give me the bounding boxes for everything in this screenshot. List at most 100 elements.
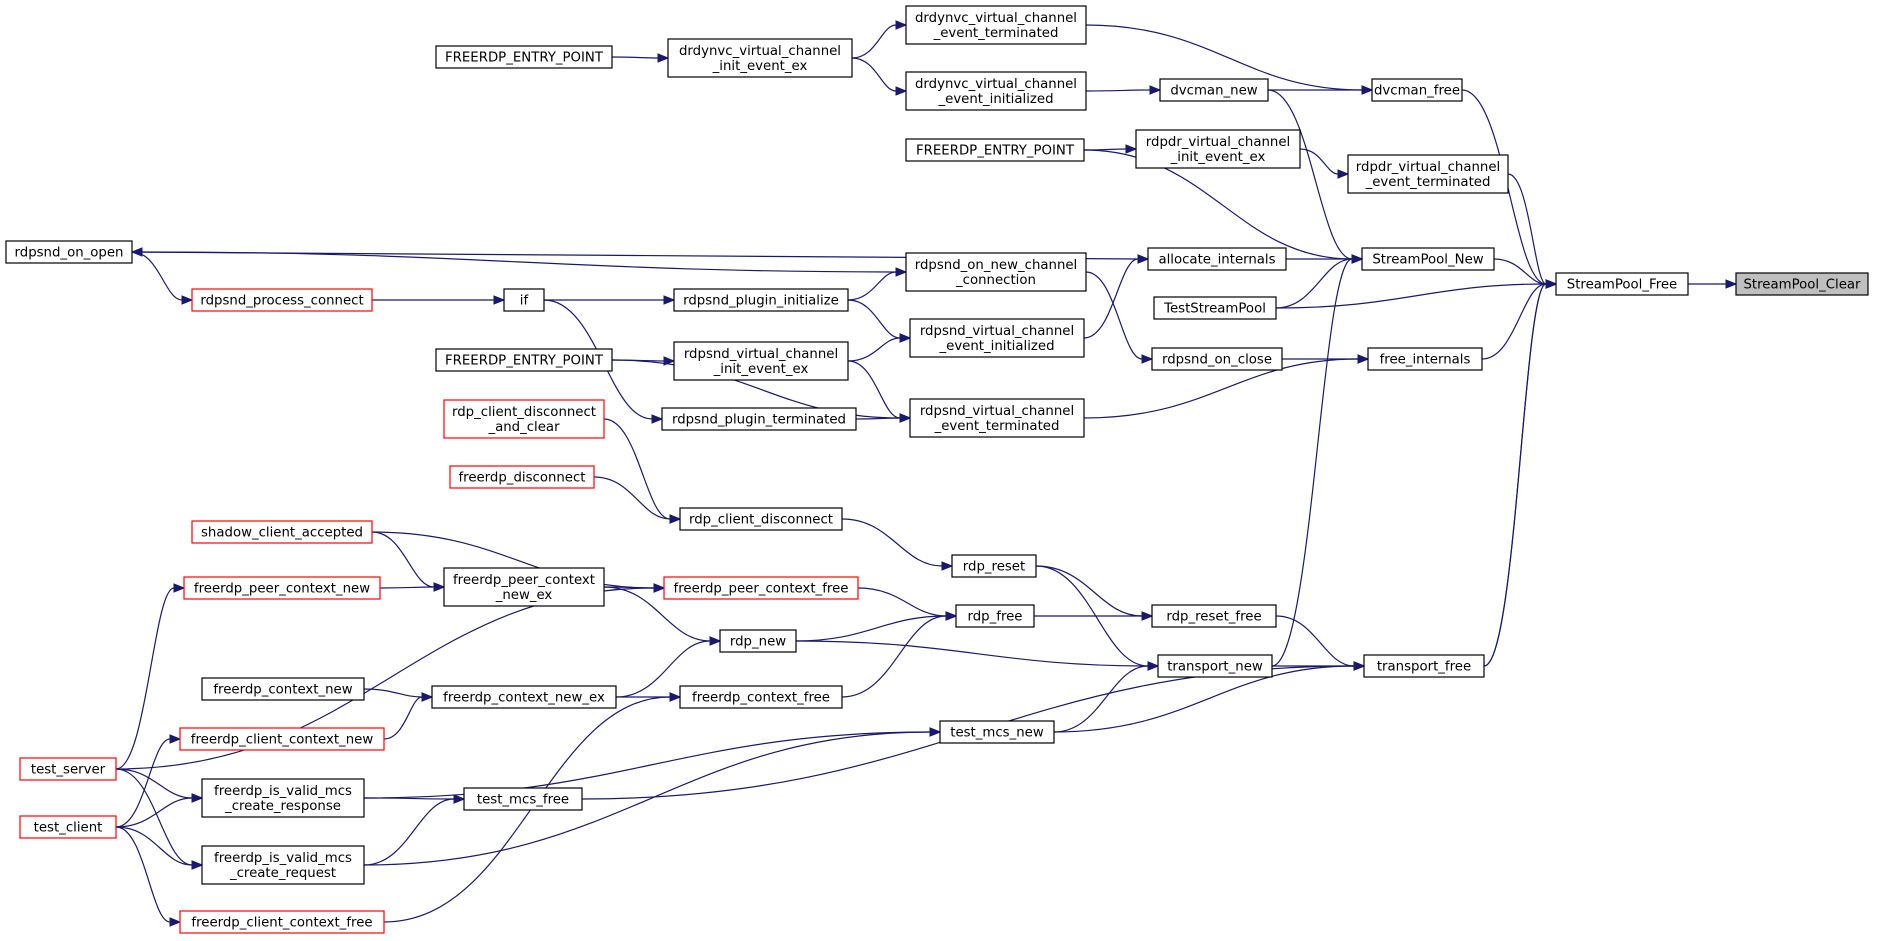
node-rdpsnd-on-new-channel-connection[interactable]: rdpsnd_on_new_channel_connection <box>905 252 1087 292</box>
node-rdpsnd-vc-event-initialized[interactable]: rdpsnd_virtual_channel_event_initialized <box>909 318 1085 358</box>
node-freerdp-client-context-new[interactable]: freerdp_client_context_new <box>179 727 385 751</box>
node-label: rdpsnd_on_new_channel <box>915 258 1078 273</box>
node-box <box>909 318 1085 358</box>
node-freerdp-is-valid-mcs-create-request[interactable]: freerdp_is_valid_mcs_create_request <box>201 845 365 885</box>
edge-arrowhead <box>895 267 908 277</box>
node-streampool-new[interactable]: StreamPool_New <box>1361 247 1495 271</box>
edge-line <box>1053 665 1149 733</box>
node-rdpsnd-on-close[interactable]: rdpsnd_on_close <box>1151 347 1283 371</box>
node-drdynvc-vc-event-initialized[interactable]: drdynvc_virtual_channel_event_initialize… <box>905 71 1087 111</box>
edge-line <box>855 417 901 420</box>
edge-test-client-to-freerdp-is-valid-mcs-create-request <box>115 826 204 870</box>
edge-line <box>115 768 193 799</box>
node-box <box>435 348 613 372</box>
node-label: if <box>520 294 529 309</box>
node-test-client[interactable]: test_client <box>19 815 117 839</box>
node-rdpsnd-plugin-terminated[interactable]: rdpsnd_plugin_terminated <box>661 407 857 431</box>
node-allocate-internals[interactable]: allocate_internals <box>1147 247 1287 271</box>
node-box <box>463 787 583 811</box>
node-streampool-clear[interactable]: StreamPool_Clear <box>1735 272 1869 296</box>
edge-line <box>363 797 455 800</box>
node-label: _create_request <box>229 866 336 881</box>
node-rdp-client-disconnect-and-clear[interactable]: rdp_client_disconnect_and_clear <box>443 399 605 439</box>
node-box <box>905 252 1087 292</box>
edge-arrowhead <box>1149 85 1162 95</box>
node-label: _connection <box>955 273 1036 288</box>
edge-line <box>379 586 435 589</box>
node-rdpsnd-vc-init-event-ex[interactable]: rdpsnd_virtual_channel_init_event_ex <box>673 341 849 381</box>
edge-test-server-to-freerdp-peer-context-new <box>115 583 186 770</box>
node-rdpsnd-on-open[interactable]: rdpsnd_on_open <box>5 240 133 264</box>
node-freerdp-disconnect[interactable]: freerdp_disconnect <box>449 465 595 489</box>
node-test-server[interactable]: test_server <box>19 757 117 781</box>
node-label: freerdp_peer_context_new <box>194 582 370 597</box>
node-rdp-reset[interactable]: rdp_reset <box>951 554 1037 578</box>
edge-arrowhead <box>421 692 434 702</box>
edge-freerdp-peer-context-new-to-freerdp-peer-context-new-ex <box>379 582 446 592</box>
edge-freerdp-is-valid-mcs-create-request-to-test-mcs-new <box>363 727 942 866</box>
node-freerdp-entry-point-2[interactable]: FREERDP_ENTRY_POINT <box>905 138 1085 162</box>
edge-rdpsnd-vc-event-terminated-to-free-internals <box>1083 354 1370 419</box>
edge-arrowhead <box>709 636 722 646</box>
node-dvcman-free[interactable]: dvcman_free <box>1371 78 1463 102</box>
node-rdp-new[interactable]: rdp_new <box>719 629 797 653</box>
node-test-mcs-new[interactable]: test_mcs_new <box>939 720 1055 744</box>
node-box <box>1151 347 1283 371</box>
node-freerdp-context-new[interactable]: freerdp_context_new <box>201 677 365 701</box>
edge-rdp-client-disconnect-to-rdp-reset <box>841 518 954 571</box>
node-rdpsnd-plugin-initialize[interactable]: rdpsnd_plugin_initialize <box>673 288 849 312</box>
node-freerdp-peer-context-new[interactable]: freerdp_peer_context_new <box>183 576 381 600</box>
node-dvcman-new[interactable]: dvcman_new <box>1159 78 1269 102</box>
node-rdp-client-disconnect[interactable]: rdp_client_disconnect <box>679 507 843 531</box>
edge-arrowhead <box>1147 661 1160 671</box>
node-freerdp-entry-point-1[interactable]: FREERDP_ENTRY_POINT <box>435 45 613 69</box>
node-box <box>191 520 373 544</box>
edge-line <box>363 688 423 698</box>
node-freerdp-context-new-ex[interactable]: freerdp_context_new_ex <box>431 685 617 709</box>
node-shadow-client-accepted[interactable]: shadow_client_accepted <box>191 520 373 544</box>
node-label: StreamPool_Clear <box>1743 278 1861 293</box>
node-box <box>1347 154 1509 194</box>
edge-rdp-free-to-rdp-reset-free <box>1033 611 1154 621</box>
node-rdpsnd-process-connect[interactable]: rdpsnd_process_connect <box>191 288 373 312</box>
node-teststreampool[interactable]: TestStreamPool <box>1153 296 1277 320</box>
node-label: drdynvc_virtual_channel <box>915 77 1077 92</box>
node-rdpsnd-vc-event-terminated[interactable]: rdpsnd_virtual_channel_event_terminated <box>909 398 1085 438</box>
node-freerdp-context-free[interactable]: freerdp_context_free <box>679 685 843 709</box>
node-freerdp-client-context-free[interactable]: freerdp_client_context_free <box>179 910 385 934</box>
node-rdp-reset-free[interactable]: rdp_reset_free <box>1151 604 1277 628</box>
node-rdpdr-vc-event-terminated[interactable]: rdpdr_virtual_channel_event_terminated <box>1347 154 1509 194</box>
edge-rdp-client-disconnect-and-clear-to-rdp-client-disconnect <box>603 418 682 524</box>
node-freerdp-peer-context-new-ex[interactable]: freerdp_peer_context_new_ex <box>443 567 605 607</box>
node-box <box>19 815 117 839</box>
node-rdp-free[interactable]: rdp_free <box>955 604 1035 628</box>
node-freerdp-is-valid-mcs-create-response[interactable]: freerdp_is_valid_mcs_create_response <box>201 778 365 818</box>
node-label: _init_event_ex <box>712 59 808 74</box>
node-rdpdr-vc-init-event-ex[interactable]: rdpdr_virtual_channel_init_event_ex <box>1135 129 1301 169</box>
edge-rdpsnd-plugin-initialize-to-rdpsnd-on-new-channel-connection <box>847 267 908 301</box>
node-transport-free[interactable]: transport_free <box>1363 654 1485 678</box>
node-if[interactable]: if <box>503 288 545 312</box>
node-drdynvc-vc-init-event-ex[interactable]: drdynvc_virtual_channel_init_event_ex <box>667 38 853 78</box>
node-label: freerdp_context_free <box>692 691 830 706</box>
edge-freerdp-peer-context-free-to-rdp-free <box>857 587 958 621</box>
node-box <box>679 685 843 709</box>
node-freerdp-entry-point-3[interactable]: FREERDP_ENTRY_POINT <box>435 348 613 372</box>
node-streampool-free[interactable]: StreamPool_Free <box>1555 272 1689 296</box>
node-label: _event_terminated <box>1365 175 1491 190</box>
node-box <box>951 554 1037 578</box>
edge-arrowhead <box>929 727 942 737</box>
node-free-internals[interactable]: free_internals <box>1367 347 1483 371</box>
edge-line <box>1275 283 1547 309</box>
node-box <box>443 567 605 607</box>
edge-rdp-reset-to-transport-new <box>1035 565 1160 671</box>
edge-freerdp-entry-point-1-to-drdynvc-vc-init-event-ex <box>611 53 670 63</box>
node-drdynvc-vc-event-terminated[interactable]: drdynvc_virtual_channel_event_terminated <box>905 5 1087 45</box>
node-freerdp-peer-context-free[interactable]: freerdp_peer_context_free <box>663 576 859 600</box>
edge-line <box>1085 271 1143 360</box>
node-test-mcs-free[interactable]: test_mcs_free <box>463 787 583 811</box>
edge-line <box>841 615 947 698</box>
node-transport-new[interactable]: transport_new <box>1157 654 1273 678</box>
node-label: freerdp_peer_context <box>453 573 595 588</box>
edge-transport-free-to-streampool-free <box>1483 279 1558 667</box>
